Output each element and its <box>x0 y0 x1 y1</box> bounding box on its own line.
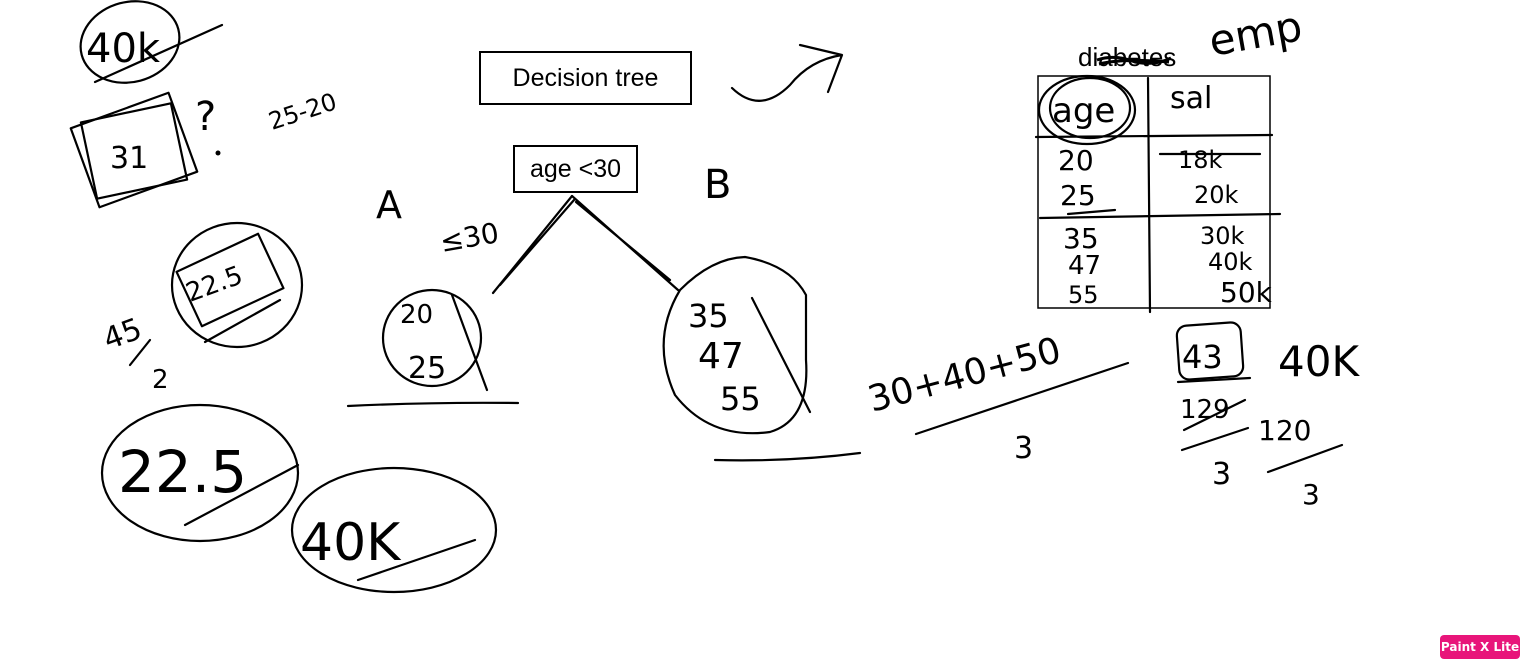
sum-expression: 30+40+50 3 <box>864 330 1130 466</box>
svg-text:3: 3 <box>1302 478 1320 511</box>
svg-text:2: 2 <box>152 365 169 395</box>
diagram-title: Decision tree <box>479 51 692 105</box>
svg-text:55: 55 <box>1068 281 1099 309</box>
svg-text:?: ? <box>195 94 216 140</box>
svg-text:age: age <box>1052 91 1115 131</box>
svg-text:25: 25 <box>408 351 446 386</box>
circled-22-5-note: 22.5 <box>170 221 304 349</box>
paint-x-lite-badge[interactable]: Paint X Lite <box>1440 635 1520 659</box>
svg-text:22.5: 22.5 <box>182 261 247 309</box>
range-note: 25-20 <box>265 88 340 136</box>
svg-text:40k: 40k <box>86 26 161 72</box>
svg-text:43: 43 <box>1182 338 1223 376</box>
svg-text:35: 35 <box>1063 222 1099 255</box>
data-table: age sal 20 25 35 47 55 18k 20k 30k 40k 5… <box>1034 74 1282 314</box>
branch-label-b: B <box>704 162 731 208</box>
svg-text:30k: 30k <box>1200 222 1245 250</box>
svg-text:20: 20 <box>400 300 433 330</box>
svg-text:25: 25 <box>1060 179 1096 212</box>
table-caption: diabetes <box>1078 42 1177 72</box>
svg-text:40K: 40K <box>300 513 402 573</box>
svg-text:50k: 50k <box>1220 276 1273 309</box>
average-calculation: 43 40K 129 3 120 3 <box>1175 321 1360 511</box>
table-side-note: emp <box>1205 1 1306 65</box>
arrow-icon <box>730 43 844 102</box>
svg-text:31: 31 <box>110 141 148 176</box>
svg-text:120: 120 <box>1258 414 1311 447</box>
svg-text:20: 20 <box>1058 144 1094 177</box>
left-leaf-node: 20 25 <box>346 288 520 408</box>
fraction-45-2: 45 2 <box>99 312 169 395</box>
svg-text:30+40+50: 30+40+50 <box>864 330 1066 421</box>
svg-text:40k: 40k <box>1208 248 1253 276</box>
svg-text:55: 55 <box>720 380 761 418</box>
svg-text:18k: 18k <box>1178 146 1223 174</box>
svg-text:3: 3 <box>1212 457 1231 492</box>
svg-text:45: 45 <box>99 312 147 358</box>
branch-label-a: A <box>376 183 402 227</box>
svg-text:22.5: 22.5 <box>118 438 247 506</box>
big-circled-40k: 40K <box>290 466 498 594</box>
big-circled-22-5: 22.5 <box>100 403 300 543</box>
tree-edges <box>491 194 680 295</box>
circled-40k-note: 40k <box>79 0 224 84</box>
svg-text:47: 47 <box>1068 251 1101 281</box>
svg-text:40K: 40K <box>1278 337 1360 386</box>
svg-text:sal: sal <box>1170 81 1212 116</box>
strikeout-scribble <box>1096 55 1172 66</box>
root-condition-node: age <30 <box>513 145 638 193</box>
left-edge-label: ≤30 <box>437 216 501 259</box>
boxed-31-note: 31 ? <box>69 91 221 209</box>
right-leaf-node: 35 47 55 <box>662 255 862 462</box>
svg-text:3: 3 <box>1014 431 1033 466</box>
svg-text:20k: 20k <box>1194 181 1239 209</box>
svg-text:35: 35 <box>688 297 729 335</box>
svg-text:47: 47 <box>698 336 744 377</box>
